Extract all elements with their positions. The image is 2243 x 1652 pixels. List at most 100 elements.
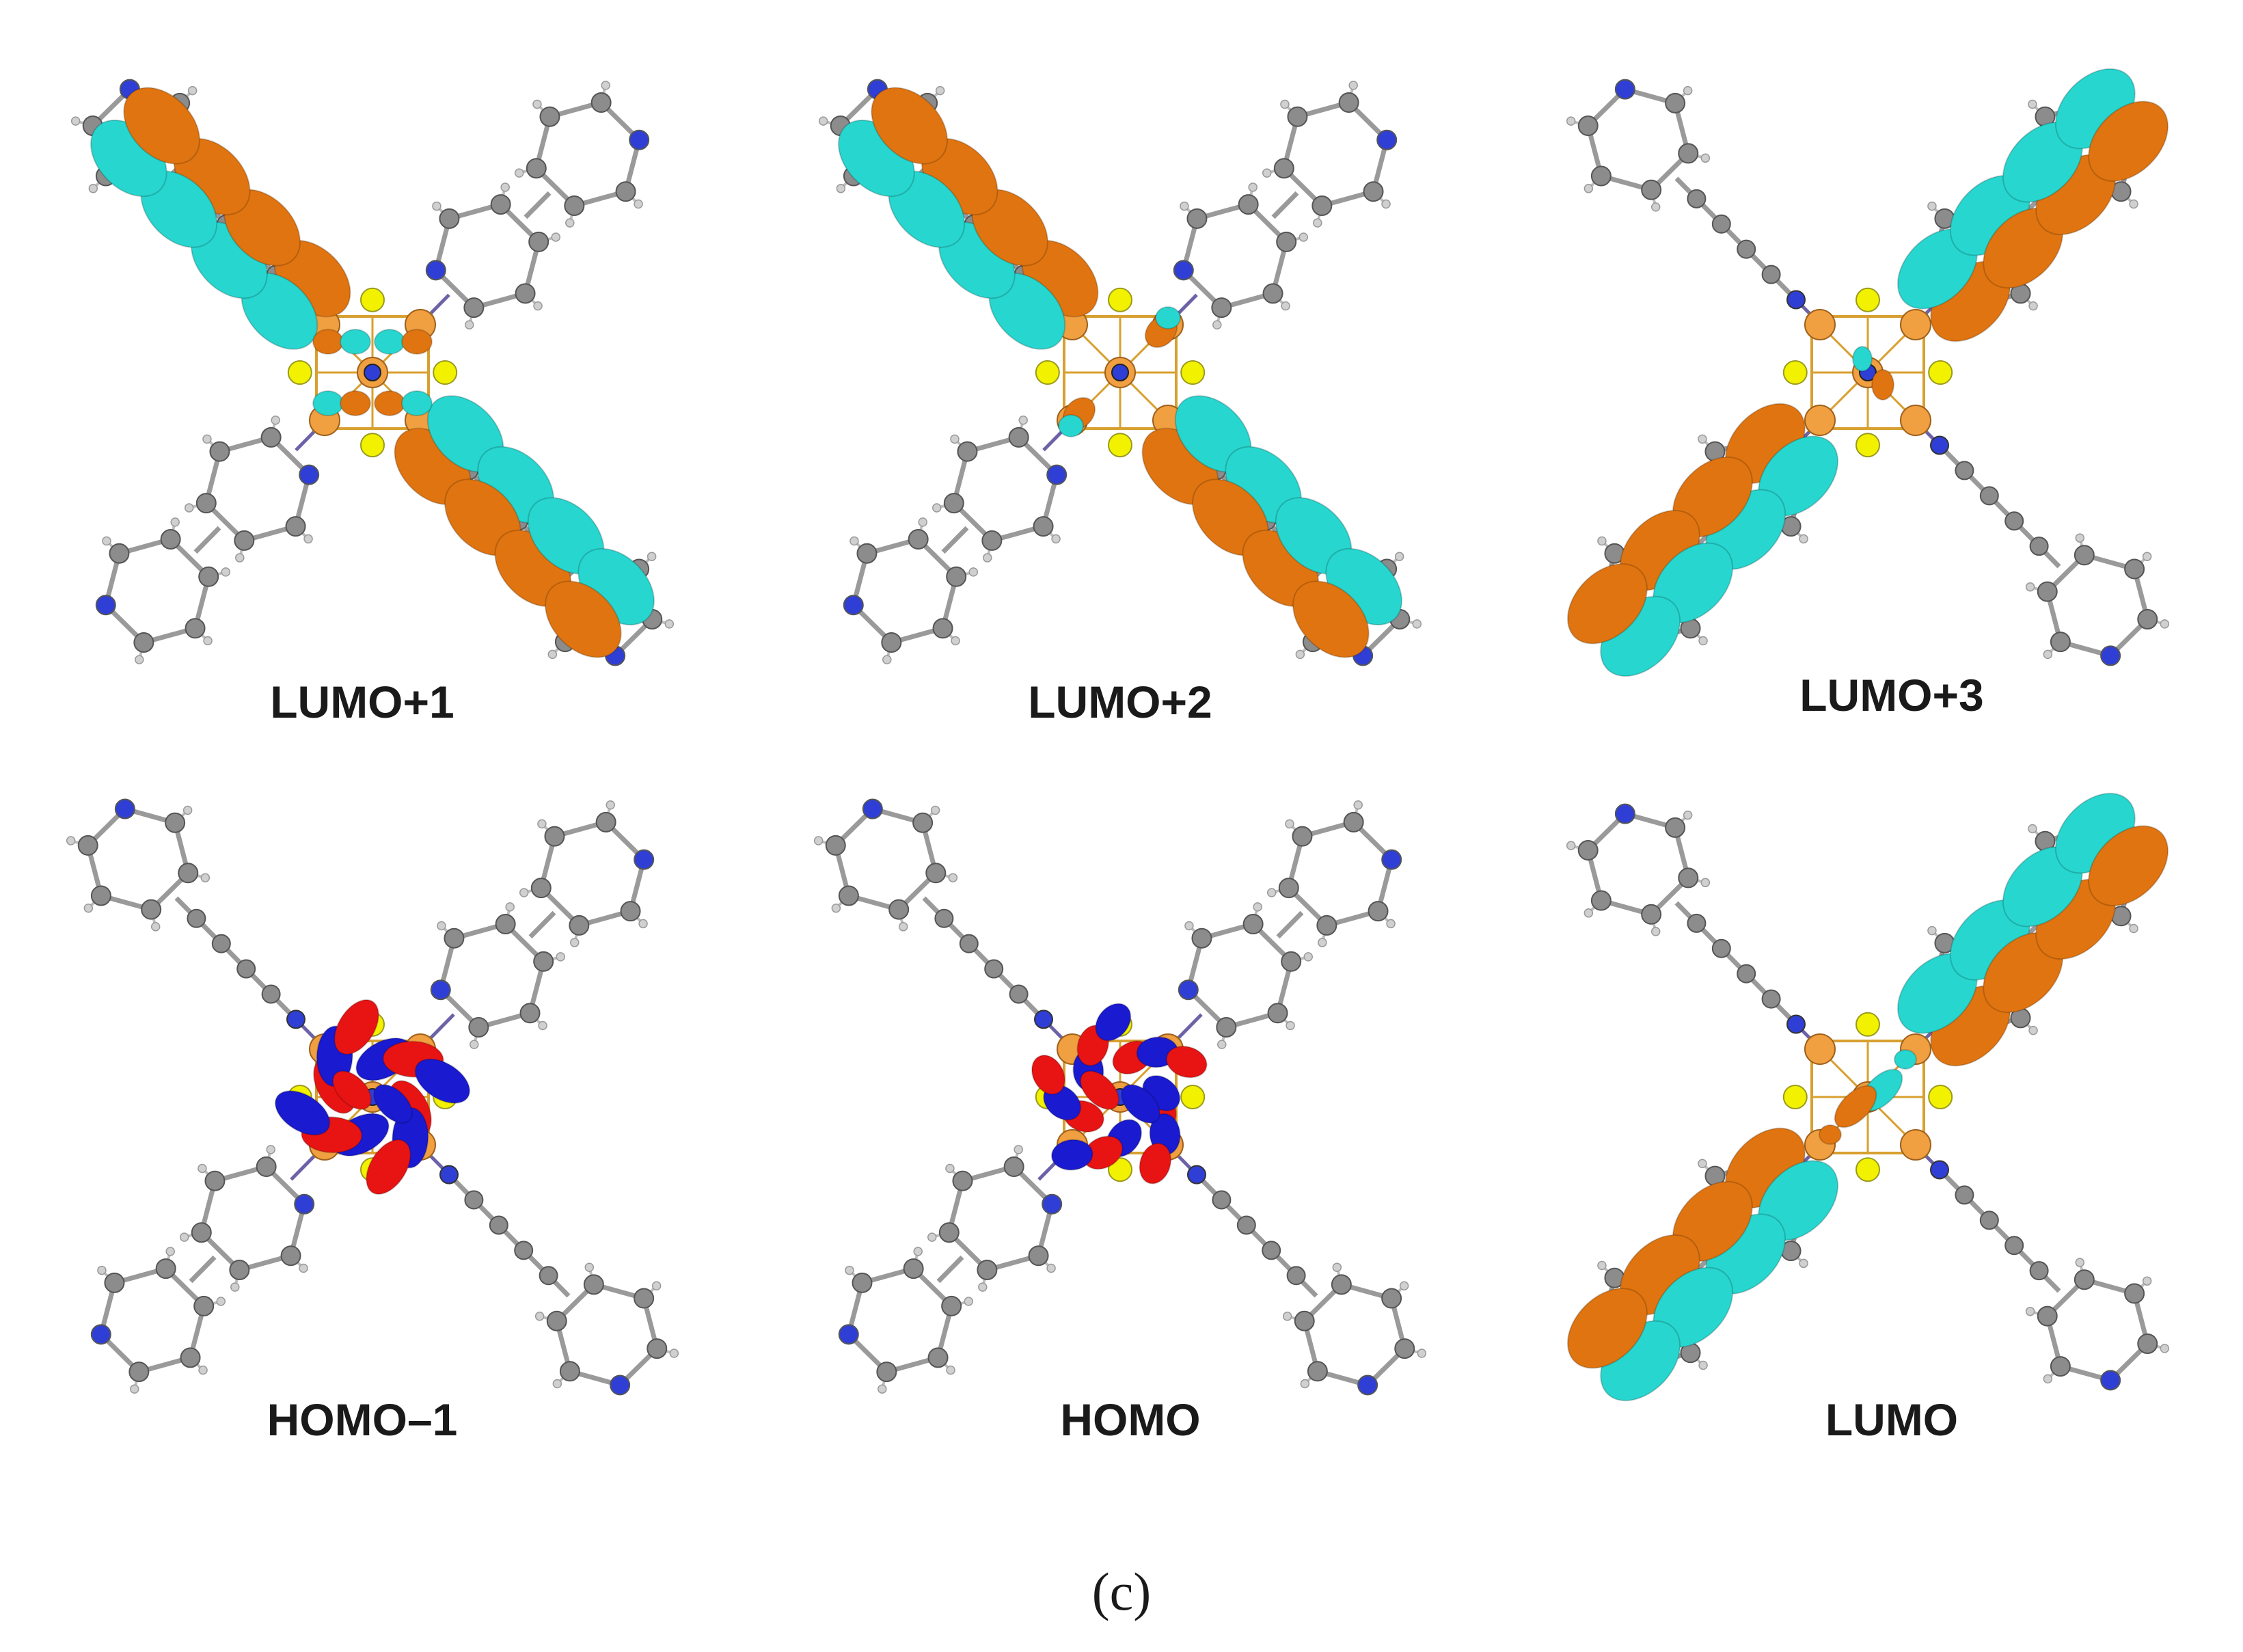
orbital-label: LUMO+2 [1028,677,1212,727]
hydrogen-atom [1217,1040,1227,1049]
carbon-atom [559,1361,580,1382]
orbital-label: HOMO–1 [267,1394,458,1445]
hydrogen-atom [1698,636,1708,646]
metal-atom [1804,309,1836,340]
carbon-atom [2004,511,2024,531]
hydrogen-atom [845,1265,854,1275]
carbon-atom [2037,1305,2058,1327]
hydrogen-atom [1700,153,1711,163]
ring-link-bond [528,910,556,939]
orbital-lobe-positive [871,87,949,165]
carbon-atom [1236,1215,1256,1235]
hydrogen-atom [647,552,657,561]
carbon-atom [838,885,859,906]
molecule-structure [1566,792,2170,1402]
carbon-atom [211,934,231,953]
carbon-atom [2137,1333,2158,1354]
carbon-atom [932,618,953,639]
carbon-atom [178,863,199,884]
carbon-atom [1678,867,1699,889]
carbon-atom [1273,158,1294,179]
hydrogen-atom [1566,841,1576,850]
hydrogen-atom [849,536,859,546]
sulfur-atom [1108,287,1132,312]
nitrogen-atom [1357,1375,1378,1396]
hydrogen-atom [1282,1312,1292,1321]
carbon-atom [1287,106,1308,127]
carbon-atom [468,1016,489,1038]
hydrogen-atom [983,553,992,563]
ring-link-bond [193,526,221,554]
hydrogen-atom [584,1262,595,1272]
hydrogen-atom [179,1232,189,1242]
carbon-atom [261,984,281,1004]
hydrogen-atom [200,873,210,882]
carbon-atom [2137,608,2158,629]
carbon-atom [941,1295,962,1316]
hydrogen-atom [538,1020,547,1031]
carbon-atom [256,1156,277,1178]
carbon-atom [2004,1236,2024,1256]
carbon-atom [1955,461,1974,480]
carbon-atom [1238,194,1259,215]
carbon-atom [647,1338,668,1359]
panel-homo: HOMO [813,798,1427,1445]
nitrogen-atom [610,1375,631,1396]
hydrogen-atom [1180,201,1189,211]
hydrogen-atom [1286,1020,1295,1031]
sulfur-atom [1855,1157,1880,1182]
hydrogen-atom [927,1232,937,1242]
carbon-atom [234,530,255,551]
orbital-label: HOMO [1060,1394,1200,1445]
nitrogen-atom [299,464,320,485]
orbital-lobe-positive [544,580,622,658]
carbon-atom [439,208,460,229]
carbon-atom [1687,189,1707,208]
carbon-atom [1577,116,1599,137]
carbon-atom [1307,1361,1328,1382]
hydrogen-atom [951,636,960,646]
sulfur-atom [360,433,385,458]
sulfur-atom [1928,360,1953,385]
hydrogen-atom [1318,938,1327,947]
orbital-lobe-positive [1292,580,1370,658]
carbon-atom [1761,989,1781,1009]
carbon-atom [952,1170,973,1191]
orbital-lobe-negative [1894,1049,1917,1070]
hydrogen-atom [1299,232,1309,242]
carbon-atom [1003,1156,1024,1178]
nitrogen-atom [1614,803,1635,824]
carbon-atom [519,1003,541,1024]
orbital-lobe-negative [1155,306,1181,329]
nitrogen-atom [1046,464,1068,485]
hydrogen-atom [948,873,958,882]
molecule-structure [818,79,1422,666]
hydrogen-atom [1399,1281,1409,1291]
carbon-atom [1338,92,1359,113]
hydrogen-atom [935,85,945,96]
carbon-atom [236,959,256,979]
nitrogen-atom [430,979,451,1001]
hydrogen-atom [1303,952,1314,962]
carbon-atom [1737,964,1756,984]
hydrogen-atom [437,921,446,931]
hydrogen-atom [1927,925,1937,936]
sulfur-atom [1108,433,1132,458]
carbon-atom [1316,915,1337,936]
hydrogen-atom [968,567,979,577]
carbon-atom [530,878,552,899]
nitrogen-atom [90,1324,111,1345]
panel-homo-minus-1: HOMO–1 [66,798,679,1445]
carbon-atom [185,618,206,639]
carbon-atom [1262,1241,1281,1260]
ring-link-bond [941,526,969,554]
orbital-lobe-positive [334,999,379,1055]
hydrogen-atom [1266,888,1277,897]
hydrogen-atom [552,1379,562,1389]
orbital-lobe-negative [274,1090,331,1136]
metal-atom [1804,1033,1836,1065]
carbon-atom [595,811,616,832]
orbital-lobe-positive [1834,1085,1877,1128]
